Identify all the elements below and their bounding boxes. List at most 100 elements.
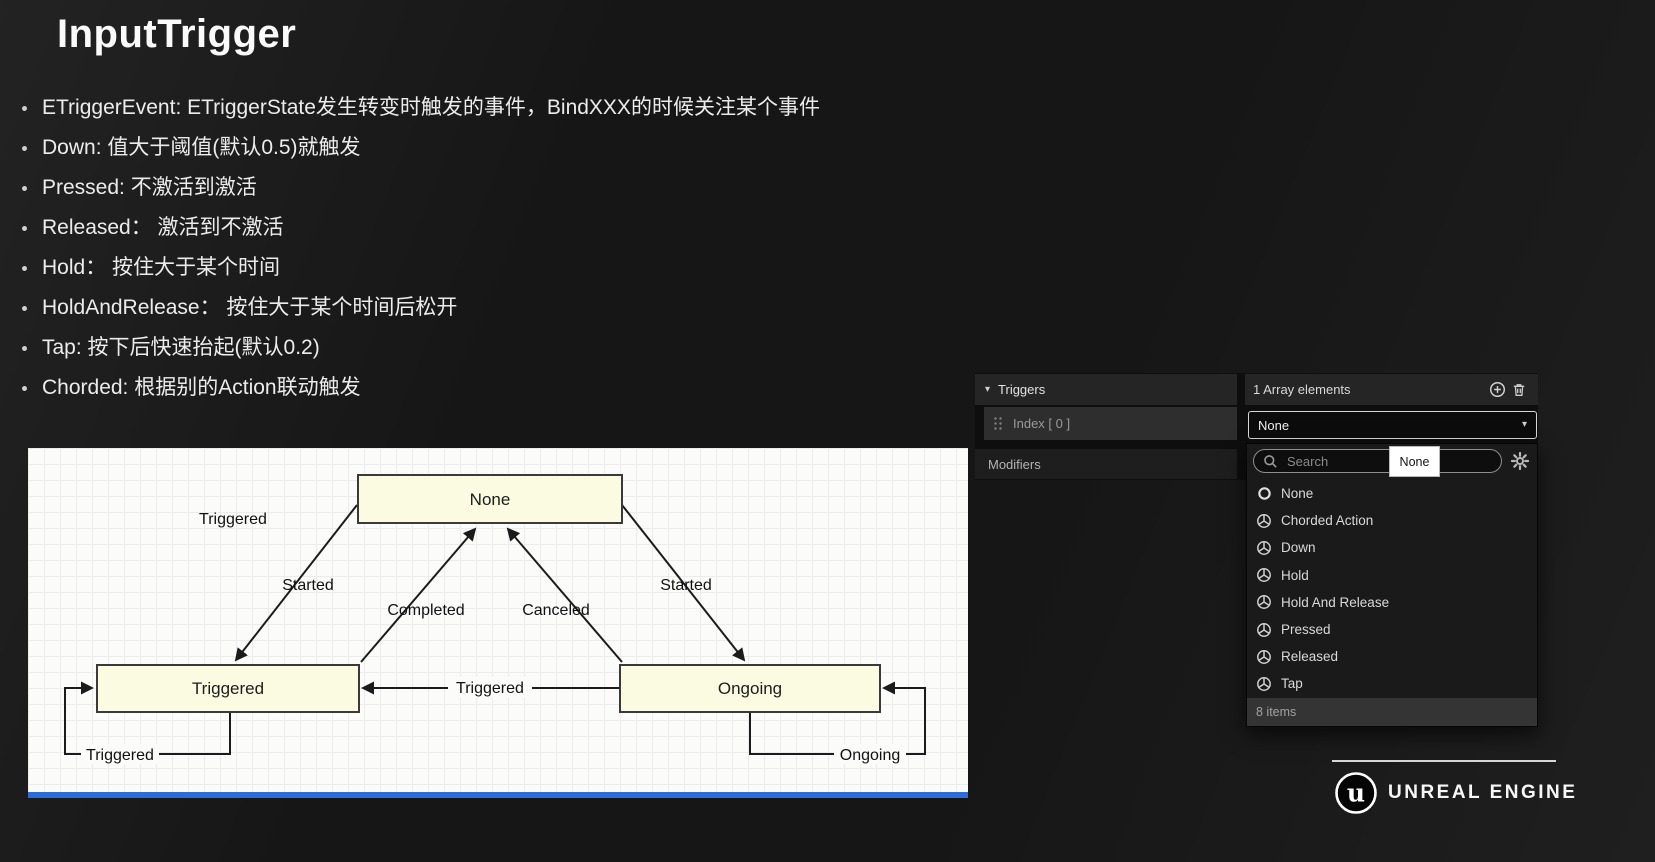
value-tooltip: None	[1389, 446, 1440, 477]
state-diagram-panel: None Triggered Ongoing Triggered Started…	[28, 448, 968, 792]
dropdown-item-label: Tap	[1281, 676, 1303, 692]
modifiers-section-header[interactable]: Modifiers	[975, 449, 1237, 479]
svg-text:u: u	[1347, 779, 1365, 808]
edge-label-ongoing-self: Ongoing	[840, 747, 901, 764]
bullet-icon	[22, 146, 27, 151]
unreal-wordmark: UNREAL ENGINE	[1388, 782, 1578, 803]
dropdown-item[interactable]: Chorded Action	[1247, 507, 1537, 534]
array-elements-label: 1 Array elements	[1253, 382, 1351, 397]
gear-icon	[1511, 452, 1529, 470]
bullet-text: Hold： 按住大于某个时间	[42, 256, 281, 279]
edge-ongoing-self-loop	[749, 681, 926, 755]
tooltip-text: None	[1399, 454, 1430, 469]
trigger-class-icon	[1257, 676, 1271, 691]
dropdown-item[interactable]: Released	[1247, 643, 1537, 670]
trigger-type-select[interactable]: None ▾	[1248, 411, 1537, 439]
add-element-button[interactable]	[1486, 379, 1508, 401]
array-index-row[interactable]: Index [ 0 ]	[984, 407, 1237, 440]
bullet-item: ETriggerEvent: ETriggerState发生转变时触发的事件，B…	[22, 96, 972, 120]
search-box[interactable]	[1253, 449, 1502, 473]
edge-label-started-right: Started	[660, 577, 712, 594]
drag-handle-icon[interactable]	[993, 416, 1003, 431]
bullet-icon	[22, 266, 27, 271]
dropdown-item-label: Hold	[1281, 567, 1309, 583]
unreal-branding: u UNREAL ENGINE	[1334, 771, 1577, 815]
bullet-item: Released： 激活到不激活	[22, 216, 972, 240]
dropdown-item-label: Pressed	[1281, 622, 1331, 638]
bullet-icon	[22, 386, 27, 391]
bullet-item: Hold： 按住大于某个时间	[22, 256, 972, 280]
edge-label-triggered-mid: Triggered	[456, 680, 524, 697]
delete-element-button[interactable]	[1508, 379, 1530, 401]
bullet-icon	[22, 106, 27, 111]
dropdown-list: None Chorded Action	[1247, 478, 1537, 698]
triggers-section-header[interactable]: ▾ Triggers	[975, 374, 1237, 405]
trash-icon	[1513, 383, 1525, 396]
dropdown-item-label: Down	[1281, 540, 1316, 556]
node-triggered-label: Triggered	[192, 679, 264, 698]
bullet-item: HoldAndRelease： 按住大于某个时间后松开	[22, 296, 972, 320]
bullet-icon	[22, 346, 27, 351]
none-circle-icon	[1257, 487, 1271, 500]
trigger-class-icon	[1257, 622, 1271, 637]
chevron-down-icon: ▾	[1521, 419, 1527, 430]
dropdown-item-label: Released	[1281, 649, 1339, 665]
search-input[interactable]	[1285, 452, 1492, 470]
dropdown-item[interactable]: Hold	[1247, 562, 1537, 589]
dropdown-item[interactable]: Hold And Release	[1247, 589, 1537, 616]
dropdown-search-row	[1247, 444, 1537, 478]
bullet-text: ETriggerEvent: ETriggerState发生转变时触发的事件，B…	[42, 96, 820, 119]
bullet-text: Chorded: 根据别的Action联动触发	[42, 376, 361, 399]
unreal-logo-icon: u	[1335, 772, 1377, 814]
edge-none-to-triggered	[234, 504, 358, 662]
node-none-label: None	[470, 490, 511, 509]
edge-triggered-self-loop	[64, 681, 231, 755]
bullet-list: ETriggerEvent: ETriggerState发生转变时触发的事件，B…	[22, 96, 972, 416]
dropdown-item[interactable]: Down	[1247, 534, 1537, 561]
triggers-section-label: Triggers	[998, 382, 1046, 397]
trigger-class-icon	[1257, 595, 1271, 610]
bullet-text: Tap: 按下后快速抬起(默认0.2)	[42, 336, 320, 359]
node-none	[357, 474, 623, 524]
settings-gear-button[interactable]	[1509, 450, 1531, 472]
dropdown-item[interactable]: None	[1247, 480, 1537, 507]
array-elements-header: 1 Array elements	[1245, 374, 1538, 405]
node-ongoing	[619, 664, 881, 713]
bullet-item: Chorded: 根据别的Action联动触发	[22, 376, 972, 400]
edge-label-canceled: Canceled	[522, 602, 590, 619]
plus-circle-icon	[1489, 381, 1505, 398]
modifiers-section-label: Modifiers	[988, 456, 1041, 472]
search-icon	[1264, 454, 1277, 468]
dropdown-item-label: Hold And Release	[1281, 594, 1390, 610]
bullet-icon	[22, 306, 27, 311]
bullet-item: Down: 值大于阈值(默认0.5)就触发	[22, 136, 972, 160]
edge-label-triggered-self: Triggered	[86, 747, 154, 764]
page-title: InputTrigger	[57, 12, 297, 56]
dropdown-footer: 8 items	[1247, 697, 1537, 726]
dropdown-item-count: 8 items	[1256, 704, 1297, 719]
trigger-class-icon	[1257, 568, 1271, 583]
node-ongoing-label: Ongoing	[718, 679, 782, 698]
bullet-text: Pressed: 不激活到激活	[42, 176, 257, 199]
bullet-icon	[22, 186, 27, 191]
dropdown-item-label: Chorded Action	[1281, 513, 1374, 529]
edge-label-completed: Completed	[387, 602, 464, 619]
diagram-accent-bar	[28, 792, 968, 798]
dropdown-item[interactable]: Pressed	[1247, 616, 1537, 643]
trigger-type-dropdown: None Chorded Action	[1246, 443, 1538, 727]
dropdown-item[interactable]: Tap	[1247, 670, 1537, 697]
trigger-class-icon	[1257, 649, 1271, 664]
bullet-icon	[22, 226, 27, 231]
branding-divider	[1332, 760, 1556, 762]
bullet-item: Tap: 按下后快速抬起(默认0.2)	[22, 336, 972, 360]
state-diagram: None Triggered Ongoing Triggered Started…	[64, 474, 926, 764]
bullet-text: HoldAndRelease： 按住大于某个时间后松开	[42, 296, 458, 319]
edge-label-triggered-upper: Triggered	[199, 511, 267, 528]
trigger-class-icon	[1257, 513, 1271, 528]
edge-ongoing-to-none	[506, 527, 623, 663]
edge-label-started-left: Started	[282, 577, 334, 594]
array-index-label: Index [ 0 ]	[1013, 416, 1071, 431]
edge-triggered-to-none	[360, 527, 477, 663]
bullet-text: Down: 值大于阈值(默认0.5)就触发	[42, 136, 361, 159]
